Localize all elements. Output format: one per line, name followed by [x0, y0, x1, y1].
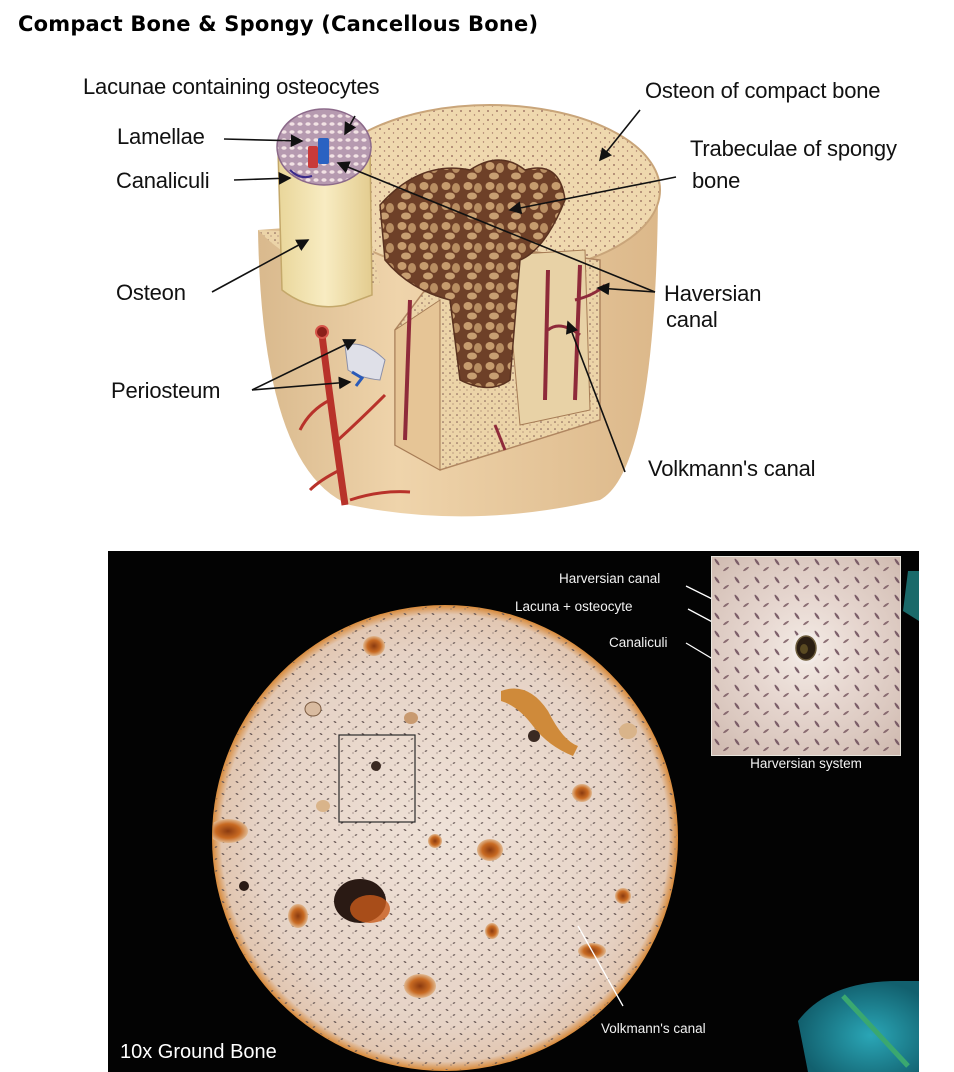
label-haversian-line1: Haversian — [664, 281, 762, 306]
label-periosteum: Periosteum — [111, 378, 221, 403]
inset-caption: Harversian system — [750, 756, 862, 771]
label-osteon: Osteon — [116, 280, 186, 305]
label-haversian-line2: canal — [666, 307, 718, 332]
artery — [318, 334, 349, 506]
label-volkmann-canal: Volkmann's canal — [648, 456, 816, 481]
label-lamellae: Lamellae — [117, 124, 205, 149]
bone-illustration — [211, 104, 677, 517]
label-canaliculi-micro: Canaliculi — [609, 635, 668, 650]
osteon-cylinder — [277, 144, 373, 308]
page-title: Compact Bone & Spongy (Cancellous Bone) — [18, 12, 539, 36]
label-trabeculae-line2: bone — [692, 168, 741, 193]
microscope-field — [212, 571, 919, 1072]
label-harversian-canal: Harversian canal — [559, 571, 661, 586]
label-lacuna-osteocyte: Lacuna + osteocyte — [515, 599, 633, 614]
micrograph-panel: Harversian system Harversian canal Lacun… — [108, 551, 919, 1072]
teal-object — [798, 981, 919, 1072]
label-volkmann-canal-micro: Volkmann's canal — [601, 1021, 706, 1036]
magnification-label: 10x Ground Bone — [120, 1041, 277, 1063]
harversian-system-inset — [711, 556, 901, 756]
label-canaliculi: Canaliculi — [116, 168, 210, 193]
haversian-canals — [213, 636, 637, 998]
label-trabeculae-line1: Trabeculae of spongy — [690, 136, 897, 161]
bone-structure-diagram: Lacunae containing osteocytes Lamellae C… — [0, 40, 954, 545]
volkmann-canal-orange — [501, 688, 578, 756]
spongy-bone-trabeculae — [379, 159, 566, 389]
label-osteon-compact-bone: Osteon of compact bone — [645, 78, 881, 103]
label-lacunae: Lacunae containing osteocytes — [83, 74, 380, 99]
inset-indicator-box — [338, 734, 416, 823]
